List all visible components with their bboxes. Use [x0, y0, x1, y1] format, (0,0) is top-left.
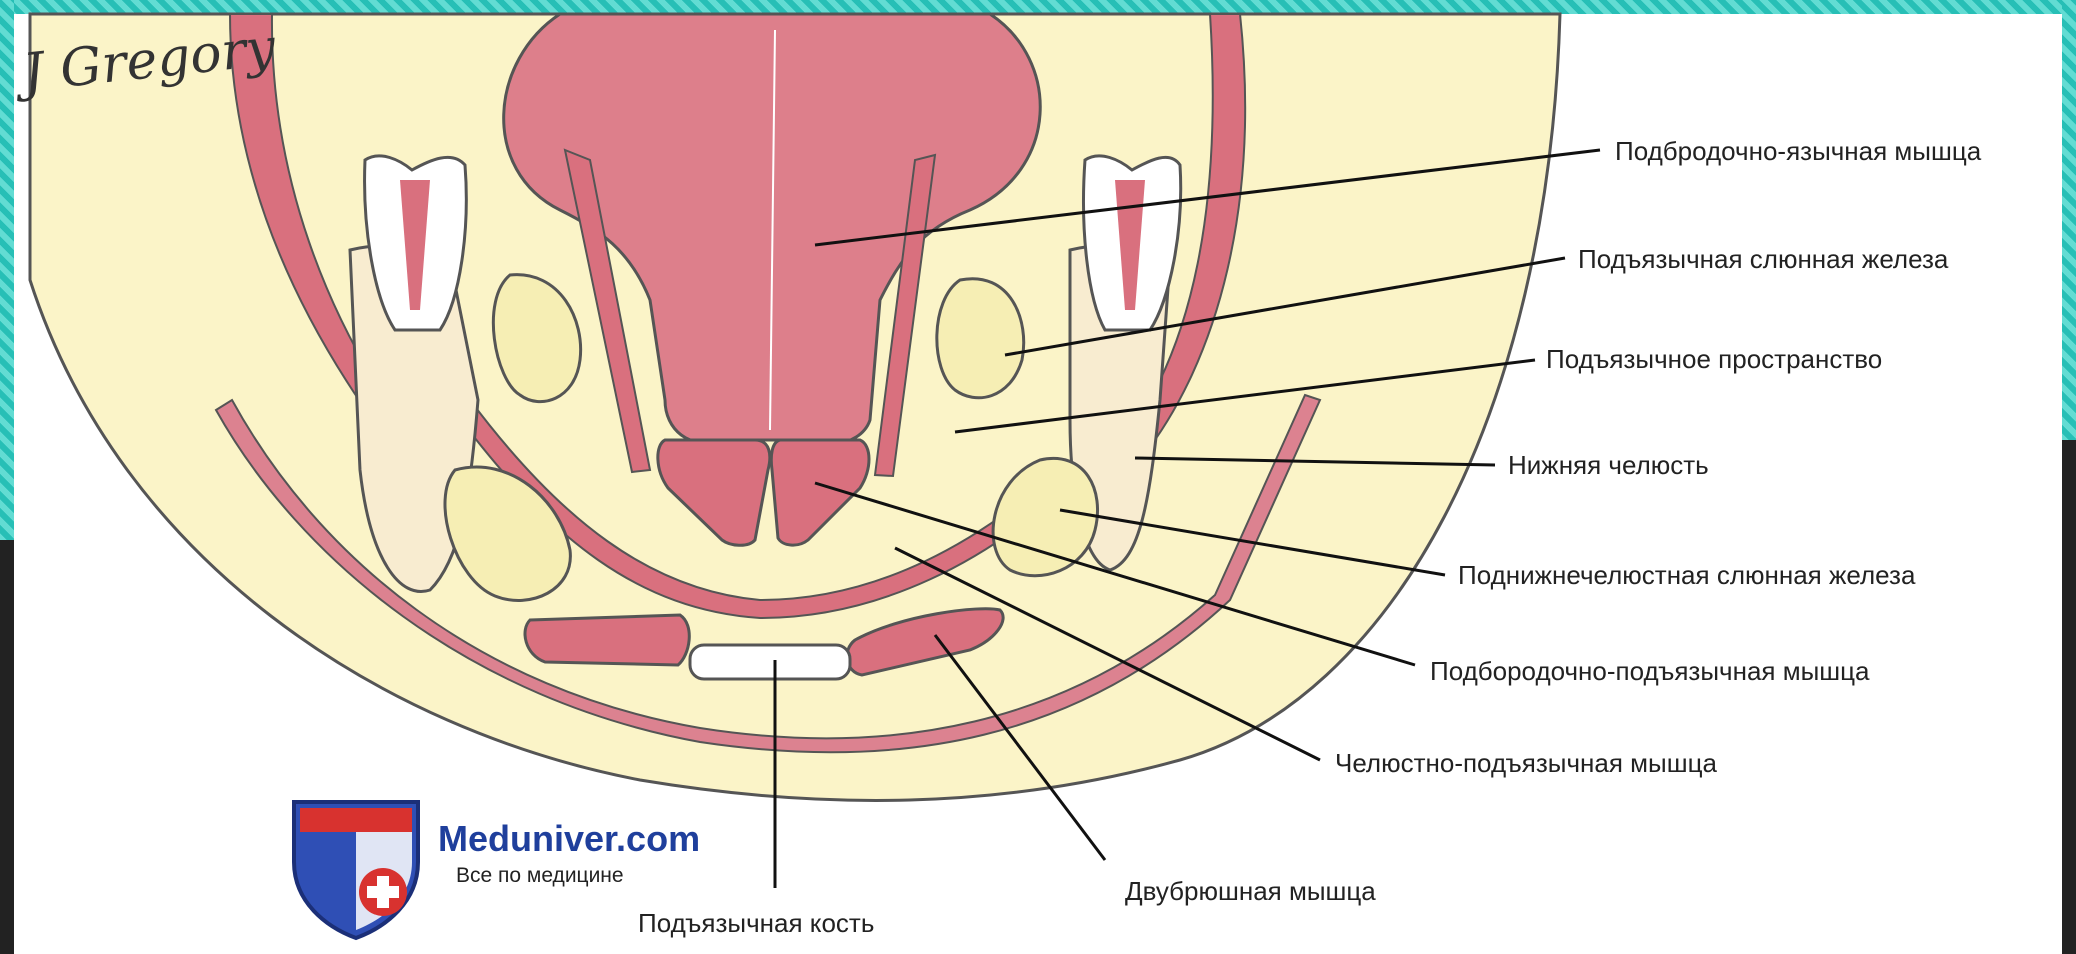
- label-geniohyoid: Подбородочно-подъязычная мышца: [1430, 656, 1869, 686]
- label-genioglossus: Подбродочно-язычная мышца: [1615, 136, 1981, 166]
- label-submandibular-gland: Поднижнечелюстная слюнная железа: [1458, 560, 1915, 590]
- hyoid-bone: [690, 645, 850, 679]
- right-sublingual-gland: [937, 279, 1024, 398]
- shield-logo-icon: [286, 792, 426, 942]
- label-sublingual-space: Подъязычное пространство: [1546, 344, 1882, 374]
- label-sublingual-gland: Подъязычная слюнная железа: [1578, 244, 1948, 274]
- label-mylohyoid: Челюстно-подъязычная мышца: [1335, 748, 1717, 778]
- label-digastric: Двубрюшная мышца: [1125, 876, 1376, 906]
- watermark-name: Meduniver.com: [438, 818, 700, 860]
- label-mandible: Нижняя челюсть: [1508, 450, 1709, 480]
- meduniver-watermark: Meduniver.com Все по медицине: [286, 792, 726, 942]
- watermark-tagline: Все по медицине: [456, 864, 624, 888]
- left-digastric: [525, 615, 689, 665]
